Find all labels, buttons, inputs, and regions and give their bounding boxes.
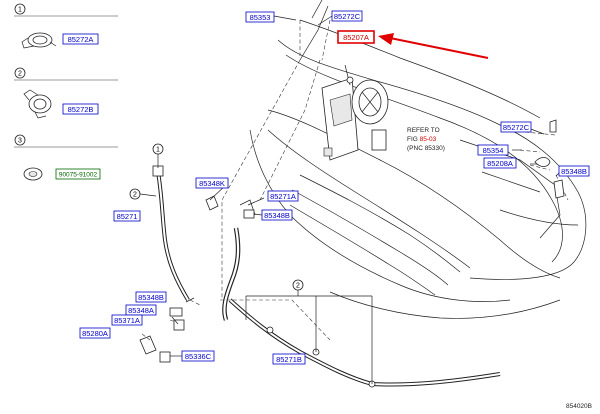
label-box-85272C-top[interactable] bbox=[331, 10, 363, 22]
part-label-85280A[interactable]: 85280A bbox=[82, 329, 108, 338]
label-box-90075-91002[interactable] bbox=[55, 168, 101, 180]
ref-1-circle bbox=[14, 3, 26, 15]
clip-85272B-icon bbox=[23, 89, 52, 119]
label-box-85348K[interactable] bbox=[195, 177, 229, 189]
fog-lamp-bracket bbox=[321, 64, 389, 161]
ref-3-number: 3 bbox=[18, 138, 22, 145]
part-label-85371A[interactable]: 85371A bbox=[114, 316, 140, 325]
reference-column: 1 85272A 2 85272B 3 90075-91002 bbox=[14, 3, 118, 181]
part-label-90075-91002[interactable]: 90075-91002 bbox=[59, 172, 98, 179]
label-box-85207A[interactable] bbox=[337, 30, 375, 44]
part-label-85348A[interactable]: 85348A bbox=[128, 306, 154, 315]
part-label-85354[interactable]: 85354 bbox=[483, 146, 504, 155]
refer-fig-prefix: FIG bbox=[407, 136, 420, 143]
label-box-85354[interactable] bbox=[477, 144, 509, 156]
part-label-85353[interactable]: 85353 bbox=[250, 13, 271, 22]
part-label-85207A[interactable]: 85207A bbox=[343, 33, 369, 42]
part-label-85208A[interactable]: 85208A bbox=[487, 159, 513, 168]
bumper-outline bbox=[249, 0, 587, 319]
refer-fig-link[interactable]: 85-03 bbox=[420, 136, 437, 143]
label-box-85348B-left[interactable] bbox=[135, 291, 167, 303]
part-label-85271[interactable]: 85271 bbox=[117, 212, 138, 221]
ref-2-circle bbox=[14, 67, 26, 79]
bumper-clips bbox=[534, 119, 565, 199]
clip-85272A-icon bbox=[21, 32, 57, 49]
label-box-85271[interactable] bbox=[113, 210, 141, 222]
part-label-85271B[interactable]: 85271B bbox=[276, 355, 302, 364]
ref-1-number: 1 bbox=[18, 7, 22, 14]
part-label-85272A[interactable]: 85272A bbox=[68, 35, 94, 44]
part-label-85348B-left[interactable]: 85348B bbox=[138, 293, 164, 302]
label-box-85336C[interactable] bbox=[181, 350, 215, 362]
callout-2b-number: 2 bbox=[296, 283, 300, 290]
callout-2b-circle bbox=[292, 279, 304, 291]
part-label-85272B[interactable]: 85272B bbox=[68, 105, 94, 114]
washer-hoses bbox=[139, 165, 501, 388]
label-box-85271A[interactable] bbox=[267, 190, 299, 202]
ref-2-number: 2 bbox=[18, 71, 22, 78]
part-label-85272C-right[interactable]: 85272C bbox=[503, 123, 530, 132]
label-box-85348B-right[interactable] bbox=[558, 165, 590, 177]
label-box-85348B-mid[interactable] bbox=[261, 209, 293, 221]
refer-line-1: REFER TO bbox=[407, 127, 440, 134]
part-label-85348B-mid[interactable]: 85348B bbox=[264, 211, 290, 220]
solid-leaders bbox=[139, 15, 561, 384]
label-box-85272C-right[interactable] bbox=[500, 121, 532, 133]
part-label-85348B-right[interactable]: 85348B bbox=[561, 167, 587, 176]
part-labels: 85353 85272C 85207A 85272C 85354 85208A … bbox=[79, 10, 590, 365]
diagram-id: 854020B bbox=[566, 403, 592, 410]
callout-2-number: 2 bbox=[133, 192, 137, 199]
part-label-85336C[interactable]: 85336C bbox=[185, 352, 212, 361]
refer-line-2: FIG 85-03 bbox=[407, 136, 437, 143]
label-box-85271B[interactable] bbox=[272, 353, 306, 365]
leader-lines bbox=[141, 19, 569, 341]
refer-note: REFER TO FIG 85-03 (PNC 85330) bbox=[407, 127, 445, 152]
ref-3-circle bbox=[14, 134, 26, 146]
part-label-85272C-top[interactable]: 85272C bbox=[334, 12, 361, 21]
part-label-85348K[interactable]: 85348K bbox=[199, 179, 225, 188]
label-box-85371A[interactable] bbox=[111, 314, 143, 326]
callout-1-number: 1 bbox=[156, 147, 160, 154]
callout-2-circle bbox=[129, 188, 141, 200]
label-box-85272B[interactable] bbox=[62, 103, 99, 115]
refer-line-3: (PNC 85330) bbox=[407, 145, 445, 152]
grommet-90075-icon bbox=[23, 167, 43, 181]
part-label-85271A[interactable]: 85271A bbox=[270, 192, 296, 201]
highlight-arrow-icon bbox=[378, 33, 489, 59]
label-box-85353[interactable] bbox=[245, 11, 275, 23]
label-box-85208A[interactable] bbox=[483, 157, 517, 169]
label-box-85272A[interactable] bbox=[62, 33, 99, 45]
callout-1-circle bbox=[152, 143, 164, 155]
label-box-85280A[interactable] bbox=[79, 327, 111, 339]
